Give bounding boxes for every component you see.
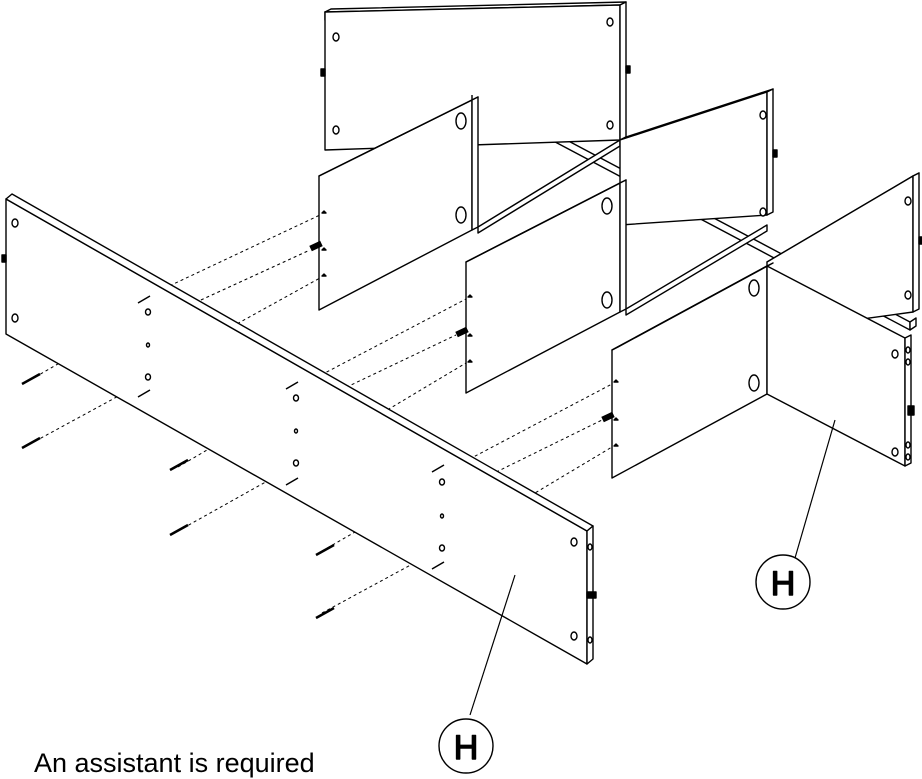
hole-icon bbox=[144, 308, 446, 552]
right-side-panel bbox=[766, 265, 915, 467]
part-letter: H bbox=[771, 565, 796, 603]
screw-icon bbox=[21, 295, 445, 620]
callout-leaders bbox=[469, 419, 836, 716]
middle-panel-3 bbox=[611, 262, 774, 479]
part-callout-h-front: H bbox=[438, 718, 494, 774]
assistant-note: An assistant is required bbox=[34, 748, 315, 778]
part-callout-h-right: H bbox=[755, 554, 811, 610]
front-long-panel bbox=[1, 193, 597, 665]
middle-panel-2 bbox=[465, 179, 768, 394]
back-panel-1 bbox=[320, 1, 631, 151]
back-panel-2 bbox=[619, 88, 778, 226]
part-letter: H bbox=[454, 729, 479, 767]
middle-panel-1 bbox=[318, 96, 621, 311]
dowel-icon bbox=[309, 240, 615, 423]
